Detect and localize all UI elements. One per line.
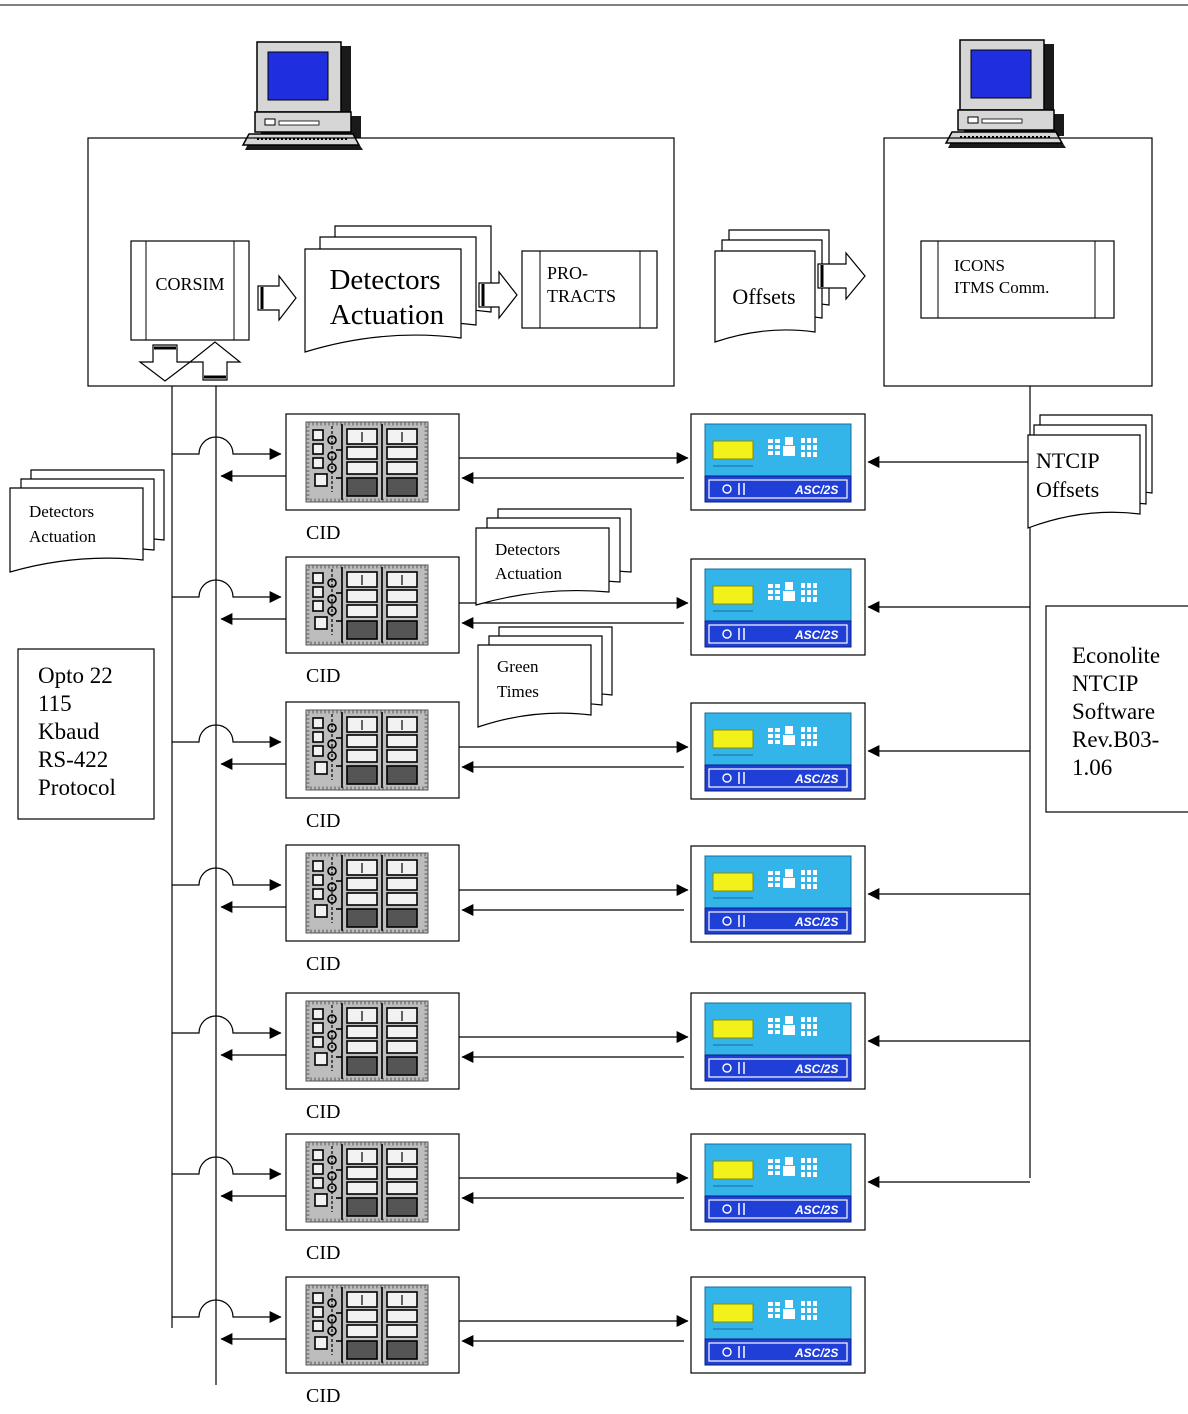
row-4: CID ASC/2S [172,845,1030,975]
green-times-documents: Green Times [478,627,612,727]
left-detectors-line1: Detectors [29,502,94,521]
ntcip-line1: NTCIP [1036,448,1100,473]
ntcip-offsets-documents: NTCIP Offsets [1028,415,1152,528]
bus-to-cid-connector-7 [172,1300,281,1317]
cid-icon-5 [306,1001,428,1081]
left-detectors-documents: Detectors Actuation [10,470,164,572]
cid-label-7: CID [306,1385,340,1407]
controller-brand-2: ASC/2S [794,628,838,642]
icons-line2: ITMS Comm. [954,278,1049,297]
corsim-to-detectors-arrow [258,276,296,320]
controller-brand-6: ASC/2S [794,1203,838,1217]
cid-label-6: CID [306,1242,340,1264]
green-times-line2: Times [497,682,539,701]
offsets-documents: Offsets [715,230,829,342]
row-6: CID ASC/2S [172,1134,1030,1264]
cid-icon-7 [306,1285,428,1365]
detectors-actuation-line1: Detectors [329,264,440,296]
bus-to-cid-connector-4 [172,868,281,885]
cid-icon-2 [306,565,428,645]
opto-line-1: Opto 22 [38,663,113,688]
detectors-actuation-documents: Detectors Actuation [305,226,491,352]
mid-detectors-line2: Actuation [495,564,563,583]
protracts-line1: PRO- [547,263,588,283]
mid-detectors-documents: Detectors Actuation [476,509,631,605]
corsim-process: CORSIM [131,241,249,340]
cid-icon-4 [306,853,428,933]
opto-line-4: RS-422 [38,747,108,772]
econolite-line-3: Software [1072,699,1155,724]
mid-detectors-line1: Detectors [495,540,560,559]
controller-brand-4: ASC/2S [794,915,838,929]
offsets-label: Offsets [732,284,795,309]
bus-to-cid-connector-2 [172,580,281,597]
row-5: CID ASC/2S [172,993,1030,1123]
row-3: CID ASC/2S [172,702,1030,832]
cid-label-2: CID [306,665,340,687]
cid-label-4: CID [306,953,340,975]
cid-label-3: CID [306,810,340,832]
corsim-label: CORSIM [155,274,224,294]
bus-to-cid-connector-5 [172,1016,281,1033]
protracts-line2: TRACTS [547,286,616,306]
econolite-line-2: NTCIP [1072,671,1138,696]
protracts-process: PRO- TRACTS [522,251,657,328]
bus-to-cid-connector-3 [172,725,281,742]
opto-line-3: Kbaud [38,719,100,744]
econolite-box: Econolite NTCIP Software Rev.B03- 1.06 [1046,606,1188,812]
opto-line-5: Protocol [38,775,116,800]
controller-brand-1: ASC/2S [794,483,838,497]
row-7: CID ASC/2S [172,1277,865,1407]
simulation-computer-icon [243,42,363,150]
cid-icon-3 [306,710,428,790]
controller-brand-5: ASC/2S [794,1062,838,1076]
icons-line1: ICONS [954,256,1005,275]
corsim-output-down-arrow [140,345,190,381]
cid-label-5: CID [306,1101,340,1123]
left-detectors-line2: Actuation [29,527,97,546]
ntcip-line2: Offsets [1036,477,1099,502]
icons-process: ICONS ITMS Comm. [921,241,1114,318]
cid-icon-1 [306,422,428,502]
detectors-actuation-line2: Actuation [330,299,445,331]
econolite-line-1: Econolite [1072,643,1160,668]
bus-to-cid-connector-1 [172,437,281,454]
econolite-line-5: 1.06 [1072,755,1112,780]
opto22-box: Opto 22 115 Kbaud RS-422 Protocol [18,649,154,819]
cid-icon-6 [306,1142,428,1222]
econolite-line-4: Rev.B03- [1072,727,1159,752]
controller-brand-3: ASC/2S [794,772,838,786]
bus-to-cid-connector-6 [172,1157,281,1174]
corsim-input-up-arrow [190,342,240,380]
cid-label-1: CID [306,522,340,544]
green-times-line1: Green [497,657,539,676]
control-computer-icon [946,40,1066,148]
controller-brand-7: ASC/2S [794,1346,838,1360]
opto-line-2: 115 [38,691,72,716]
